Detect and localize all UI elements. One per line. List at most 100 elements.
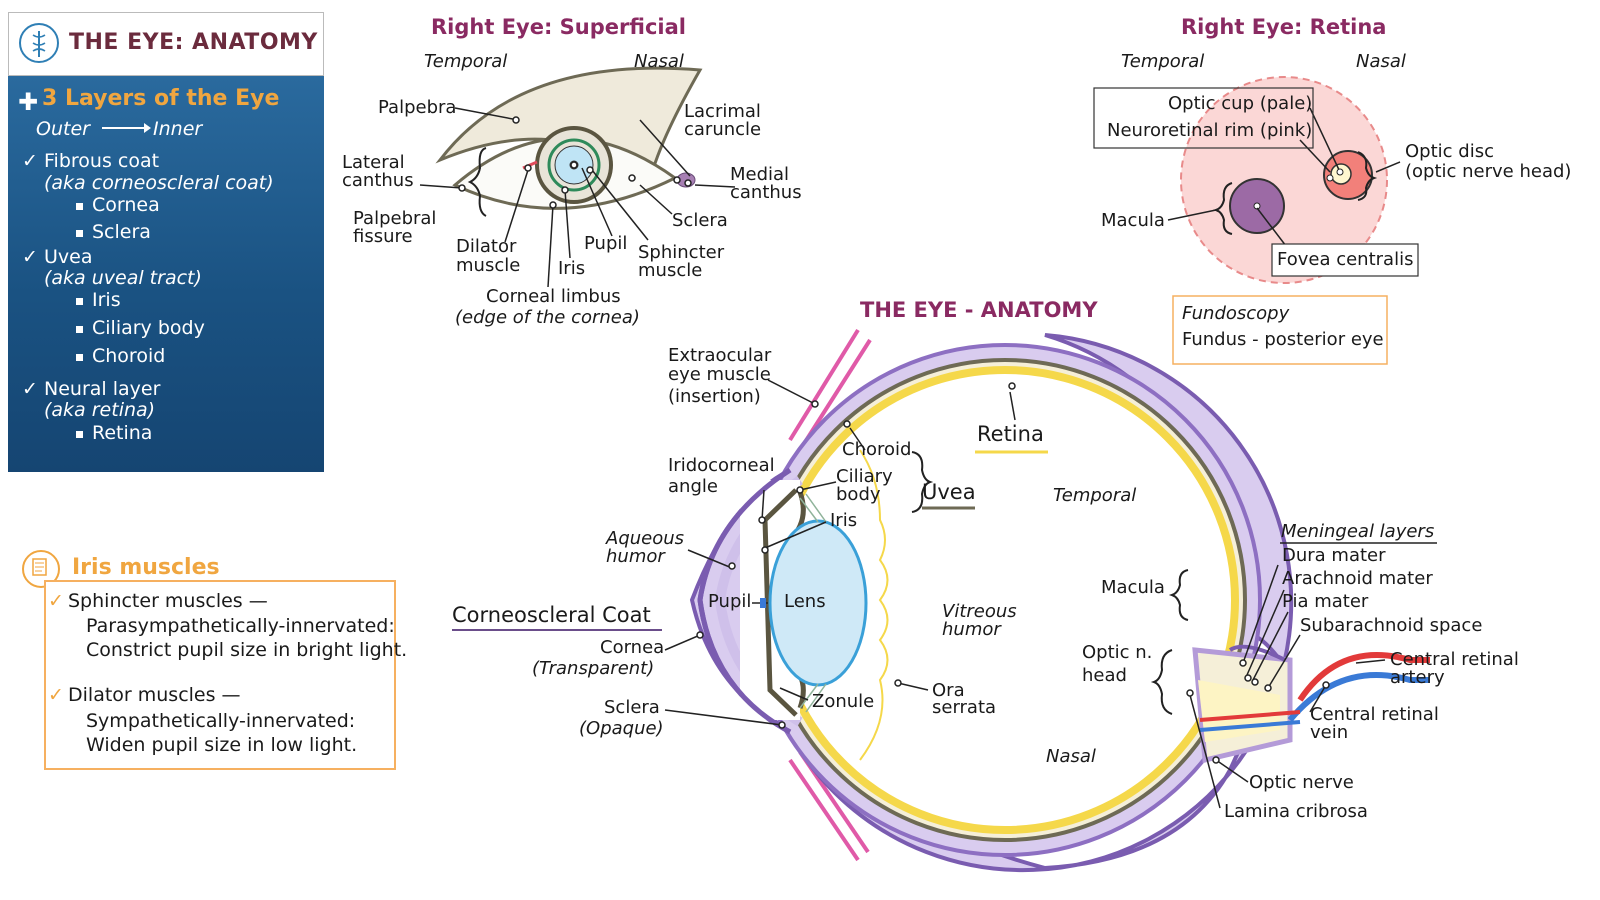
corneoscleral-label: Corneoscleral Coat xyxy=(452,603,651,627)
subarachnoid-label: Subarachnoid space xyxy=(1300,615,1483,636)
sphincter-label: muscle xyxy=(638,260,703,281)
medial-canthus-label: canthus xyxy=(730,182,802,203)
layer-item: Cornea xyxy=(92,194,160,216)
fundus-label: Fundus - posterior eye xyxy=(1182,329,1384,350)
layer-aka: (aka uveal tract) xyxy=(44,267,202,289)
layers-heading: 3 Layers of the Eye xyxy=(42,86,280,111)
layer-item: Retina xyxy=(92,422,153,444)
macula-label: Macula xyxy=(1101,577,1165,598)
palpebral-fissure-label: Palpebral xyxy=(353,208,437,229)
page-title: THE EYE: ANATOMY xyxy=(69,30,318,55)
layer-name: Neural layer xyxy=(44,378,161,400)
transparent-label: (Transparent) xyxy=(532,658,655,679)
fundoscopy-label: Fundoscopy xyxy=(1182,303,1290,324)
sphincter-line: Constrict pupil size in bright light. xyxy=(86,639,408,661)
aqueous-label: Aqueous xyxy=(606,528,685,549)
layers-panel: ✚ 3 Layers of the Eye Outer Inner ✓ Fibr… xyxy=(8,76,324,472)
bullet-icon xyxy=(76,203,83,210)
layer-item: Ciliary body xyxy=(92,317,205,339)
extraocular-label: eye muscle xyxy=(668,364,771,385)
direction-to: Inner xyxy=(153,118,203,140)
direction-from: Outer xyxy=(36,118,90,140)
cross-section-title: THE EYE - ANATOMY xyxy=(860,298,1098,322)
vitreous-label: humor xyxy=(942,619,1001,640)
layer-name: Uvea xyxy=(44,246,93,268)
check-icon: ✓ xyxy=(48,590,64,612)
temporal-label: Temporal xyxy=(1053,485,1137,506)
dilator-title: Dilator muscles — xyxy=(68,684,241,706)
vein-label: Central retinal xyxy=(1310,704,1439,725)
optic-disc-label: Optic disc xyxy=(1405,141,1494,162)
artery-label: Central retinal xyxy=(1390,649,1519,670)
limbus-label: (edge of the cornea) xyxy=(455,307,640,328)
lateral-canthus-label: canthus xyxy=(342,170,414,191)
caduceus-logo-icon xyxy=(19,23,59,63)
iris-muscles-box xyxy=(44,580,396,770)
lacrimal-label: caruncle xyxy=(684,119,762,140)
temporal-label: Temporal xyxy=(1121,51,1205,72)
sclera-label: Sclera xyxy=(672,210,728,231)
temporal-label: Temporal xyxy=(424,51,508,72)
optic-disc-label: (optic nerve head) xyxy=(1405,161,1572,182)
sphincter-line: Parasympathetically-innervated: xyxy=(86,615,395,637)
artery-label: artery xyxy=(1390,667,1445,688)
layer-name: Fibrous coat xyxy=(44,150,160,172)
uvea-label: Uvea xyxy=(922,480,976,504)
iris-muscles-heading: Iris muscles xyxy=(66,555,226,580)
limbus-label: Corneal limbus xyxy=(486,286,621,307)
arachnoid-label: Arachnoid mater xyxy=(1282,568,1433,589)
sclera-label: Sclera xyxy=(604,697,660,718)
ciliary-label: Ciliary xyxy=(836,466,893,487)
eye-cross-section xyxy=(664,328,1430,873)
pia-label: Pia mater xyxy=(1282,591,1369,612)
palpebra-label: Palpebra xyxy=(378,97,457,118)
neuroretinal-rim-label: Neuroretinal rim (pink) xyxy=(1107,120,1313,141)
dilator-label: muscle xyxy=(456,255,521,276)
nasal-label: Nasal xyxy=(1356,51,1406,72)
lens-label: Lens xyxy=(784,591,826,612)
lamina-cribrosa-label: Lamina cribrosa xyxy=(1224,801,1368,822)
bullet-icon xyxy=(76,431,83,438)
title-box: THE EYE: ANATOMY xyxy=(8,12,324,76)
dura-label: Dura mater xyxy=(1282,545,1386,566)
sphincter-title: Sphincter muscles — xyxy=(68,590,268,612)
vitreous-label: Vitreous xyxy=(942,601,1017,622)
superficial-title: Right Eye: Superficial xyxy=(431,15,686,39)
macula-label: Macula xyxy=(1101,210,1165,231)
layer-aka: (aka retina) xyxy=(44,399,156,421)
ora-serrata-label: serrata xyxy=(932,697,997,718)
ora-serrata-label: Ora xyxy=(932,680,965,701)
fundus-view xyxy=(1093,76,1419,365)
layer-item: Choroid xyxy=(92,345,166,367)
optic-head-label: Optic n. xyxy=(1082,642,1153,663)
check-icon: ✓ xyxy=(22,150,38,172)
check-icon: ✓ xyxy=(48,684,64,706)
meningeal-label: Meningeal layers xyxy=(1281,521,1435,542)
check-icon: ✓ xyxy=(22,378,38,400)
bullet-icon xyxy=(76,354,83,361)
bullet-icon xyxy=(76,326,83,333)
extraocular-label: Extraocular xyxy=(668,345,772,366)
cornea-label: Cornea xyxy=(600,637,665,658)
optic-cup-label: Optic cup (pale) xyxy=(1168,93,1313,114)
vein-label: vein xyxy=(1310,722,1349,743)
layer-item: Iris xyxy=(92,289,121,311)
iridocorneal-label: Iridocorneal xyxy=(668,455,775,476)
layer-aka: (aka corneoscleral coat) xyxy=(44,172,274,194)
retina-title: Right Eye: Retina xyxy=(1181,15,1387,39)
pupil-label: Pupil xyxy=(708,591,752,612)
arrow-right-icon xyxy=(100,120,152,140)
sphincter-label: Sphincter xyxy=(638,242,725,263)
nasal-label: Nasal xyxy=(634,51,684,72)
medial-canthus-label: Medial xyxy=(730,164,790,185)
check-icon: ✓ xyxy=(22,246,38,268)
pupil-label: Pupil xyxy=(584,233,628,254)
retina-label: Retina xyxy=(977,422,1044,446)
palpebral-fissure-label: fissure xyxy=(353,226,413,247)
lateral-canthus-label: Lateral xyxy=(342,152,405,173)
aqueous-label: humor xyxy=(606,546,665,567)
layer-item: Sclera xyxy=(92,221,151,243)
ciliary-label: body xyxy=(836,484,881,505)
extraocular-label: (insertion) xyxy=(668,386,761,407)
